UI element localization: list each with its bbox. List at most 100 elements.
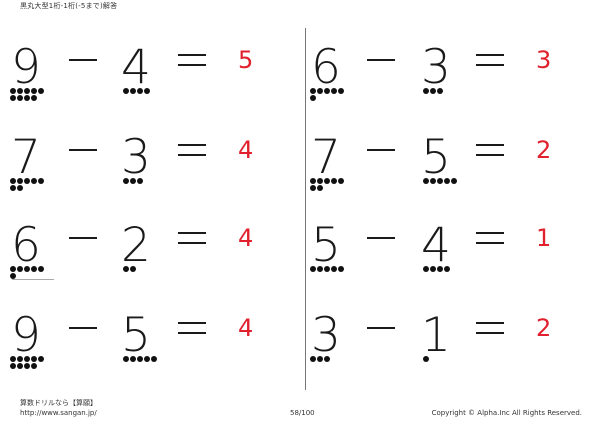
minuend-dots xyxy=(310,178,356,198)
minuend: 5 xyxy=(311,218,341,273)
count-dot xyxy=(123,178,129,184)
page-number: 58/100 xyxy=(290,409,315,417)
answer: 4 xyxy=(238,314,254,342)
count-dot xyxy=(137,178,143,184)
count-dot xyxy=(423,88,429,94)
count-dot xyxy=(17,185,23,191)
subtrahend-dots xyxy=(123,88,169,108)
count-dot xyxy=(31,363,37,369)
answer: 4 xyxy=(238,224,254,252)
minus-sign xyxy=(69,59,97,61)
count-dot xyxy=(38,356,44,362)
count-dot xyxy=(17,88,23,94)
answer: 5 xyxy=(238,46,254,74)
count-dot xyxy=(17,363,23,369)
count-dot xyxy=(24,178,30,184)
equals-sign xyxy=(476,144,504,156)
count-dot xyxy=(10,95,16,101)
count-dot xyxy=(317,88,323,94)
count-dot xyxy=(151,356,157,362)
count-dot xyxy=(423,356,429,362)
equals-sign xyxy=(178,54,206,66)
count-dot xyxy=(338,266,344,272)
problem-8: 3 1 2 xyxy=(308,308,598,378)
count-dot xyxy=(10,178,16,184)
problem-3: 7 3 4 xyxy=(6,130,296,200)
count-dot xyxy=(137,356,143,362)
copyright: Copyright © Alpha.Inc All Rights Reserve… xyxy=(431,409,582,417)
problem-4: 7 5 2 xyxy=(308,130,598,200)
count-dot xyxy=(31,356,37,362)
count-dot xyxy=(437,88,443,94)
footer-url[interactable]: http://www.sangan.jp/ xyxy=(20,409,97,417)
count-dot xyxy=(423,266,429,272)
count-dot xyxy=(130,178,136,184)
subtrahend: 1 xyxy=(421,308,451,363)
count-dot xyxy=(24,88,30,94)
problem-7: 9 5 4 xyxy=(6,308,296,378)
count-dot xyxy=(444,266,450,272)
count-dot xyxy=(38,88,44,94)
minus-sign xyxy=(69,149,97,151)
count-dot xyxy=(317,185,323,191)
minus-sign xyxy=(69,327,97,329)
guide-stroke xyxy=(12,279,54,280)
count-dot xyxy=(423,178,429,184)
minuend-dots xyxy=(10,88,56,108)
count-dot xyxy=(10,88,16,94)
problem-2: 6 3 3 xyxy=(308,40,598,110)
answer: 2 xyxy=(536,314,552,342)
count-dot xyxy=(123,266,129,272)
count-dot xyxy=(10,273,16,279)
footer-site-name: 算数ドリルなら【算願】 xyxy=(20,399,97,407)
count-dot xyxy=(310,356,316,362)
subtrahend: 4 xyxy=(421,218,451,273)
count-dot xyxy=(430,266,436,272)
subtrahend-dots xyxy=(423,266,469,286)
minuend: 3 xyxy=(311,308,341,363)
subtrahend: 4 xyxy=(121,40,151,95)
minuend-dots xyxy=(10,178,56,198)
answer: 4 xyxy=(238,136,254,164)
minuend: 6 xyxy=(311,40,341,95)
count-dot xyxy=(24,356,30,362)
count-dot xyxy=(10,185,16,191)
subtrahend-dots xyxy=(423,178,469,198)
subtrahend: 5 xyxy=(421,130,451,185)
subtrahend-dots xyxy=(423,88,469,108)
equals-sign xyxy=(476,232,504,244)
equals-sign xyxy=(178,232,206,244)
count-dot xyxy=(10,363,16,369)
subtrahend-dots xyxy=(123,356,169,376)
minuend: 9 xyxy=(11,308,41,363)
count-dot xyxy=(310,266,316,272)
footer-site: 算数ドリルなら【算願】 http://www.sangan.jp/ xyxy=(20,398,97,418)
count-dot xyxy=(123,88,129,94)
minuend: 7 xyxy=(311,130,341,185)
count-dot xyxy=(10,356,16,362)
count-dot xyxy=(17,266,23,272)
count-dot xyxy=(437,266,443,272)
count-dot xyxy=(310,178,316,184)
answer: 3 xyxy=(536,46,552,74)
count-dot xyxy=(451,178,457,184)
subtrahend-dots xyxy=(123,266,169,286)
count-dot xyxy=(338,88,344,94)
problem-5: 6 2 4 xyxy=(6,218,296,288)
count-dot xyxy=(331,88,337,94)
count-dot xyxy=(144,88,150,94)
count-dot xyxy=(38,178,44,184)
count-dot xyxy=(324,178,330,184)
problem-1: 9 4 5 xyxy=(6,40,296,110)
count-dot xyxy=(31,95,37,101)
minuend: 9 xyxy=(11,40,41,95)
count-dot xyxy=(331,178,337,184)
minuend-dots xyxy=(310,266,356,286)
subtrahend-dots xyxy=(123,178,169,198)
count-dot xyxy=(24,95,30,101)
count-dot xyxy=(338,178,344,184)
count-dot xyxy=(310,95,316,101)
subtrahend: 3 xyxy=(121,130,151,185)
count-dot xyxy=(31,178,37,184)
count-dot xyxy=(317,266,323,272)
